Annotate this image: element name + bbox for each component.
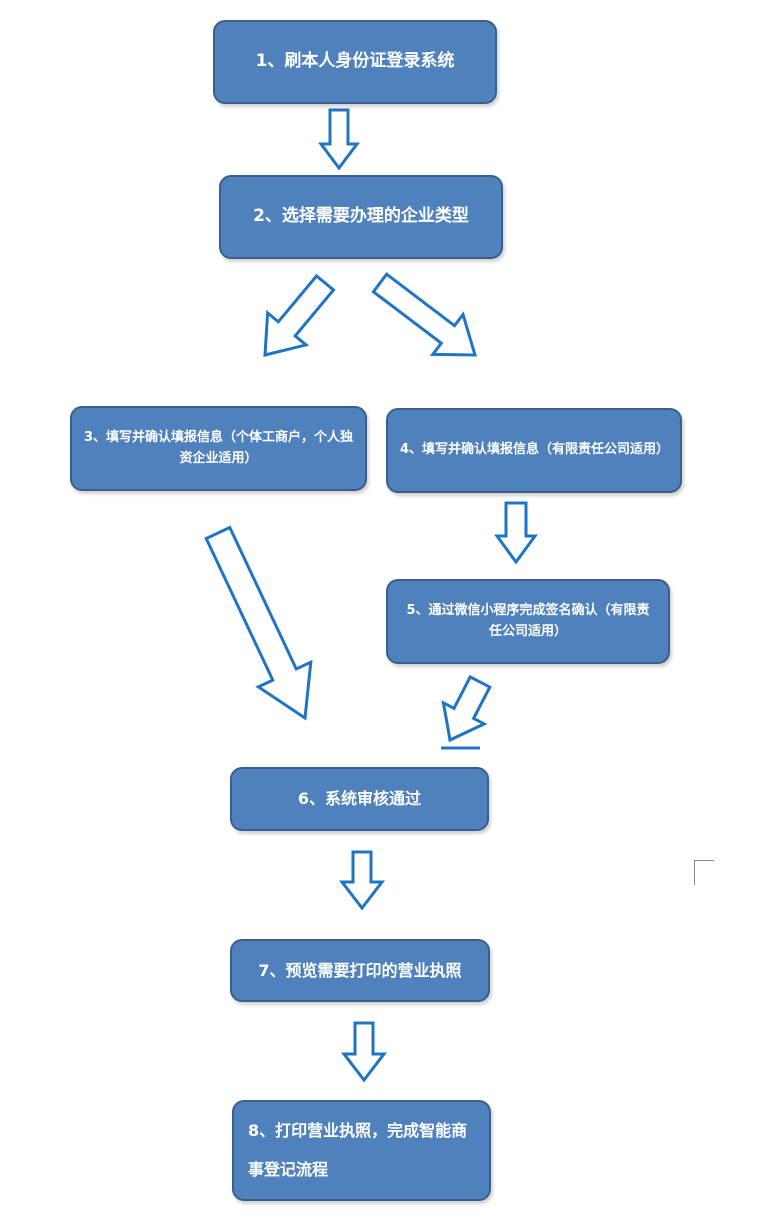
node-step2: 2、选择需要办理的企业类型 bbox=[219, 175, 503, 259]
node-step5-label: 5、通过微信小程序完成签名确认（有限责任公司适用） bbox=[406, 602, 650, 639]
arrow-step5-step6 bbox=[441, 674, 492, 743]
node-step2-label: 2、选择需要办理的企业类型 bbox=[253, 206, 469, 227]
arrow-step2-step3 bbox=[263, 273, 336, 357]
node-step3-label: 3、填写并确认填报信息（个体工商户，个人独资企业适用） bbox=[83, 429, 354, 466]
corner-mark bbox=[694, 860, 714, 885]
arrow-step6-step7 bbox=[338, 850, 386, 911]
node-step7-label: 7、预览需要打印的营业执照 bbox=[258, 960, 462, 980]
arrow-step4-step5 bbox=[494, 501, 538, 565]
node-step5: 5、通过微信小程序完成签名确认（有限责任公司适用） bbox=[386, 579, 670, 664]
node-step8-label: 8、打印营业执照，完成智能商事登记流程 bbox=[248, 1121, 468, 1179]
node-step3: 3、填写并确认填报信息（个体工商户，个人独资企业适用） bbox=[70, 406, 367, 491]
node-step6: 6、系统审核通过 bbox=[230, 767, 489, 831]
node-step1-label: 1、刷本人身份证登录系统 bbox=[255, 51, 455, 72]
arrow-step7-step8 bbox=[340, 1021, 388, 1083]
node-step4: 4、填写并确认填报信息（有限责任公司适用） bbox=[386, 408, 682, 493]
node-step1: 1、刷本人身份证登录系统 bbox=[213, 20, 497, 104]
arrow-step3-step6 bbox=[204, 525, 313, 721]
node-step8: 8、打印营业执照，完成智能商事登记流程 bbox=[232, 1100, 491, 1201]
arrow-step1-step2 bbox=[318, 108, 360, 171]
node-step6-label: 6、系统审核通过 bbox=[297, 789, 422, 809]
arrow-step2-step4 bbox=[371, 272, 478, 357]
node-step7: 7、预览需要打印的营业执照 bbox=[230, 939, 490, 1002]
node-step4-label: 4、填写并确认填报信息（有限责任公司适用） bbox=[400, 442, 670, 458]
